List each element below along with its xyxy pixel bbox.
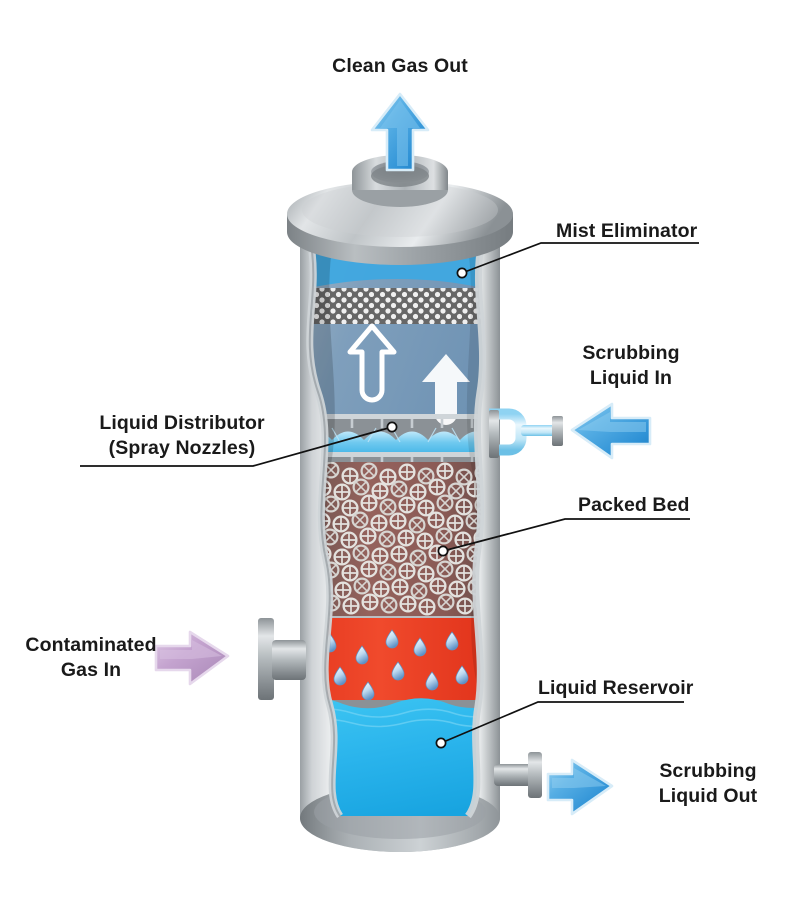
gas-rise-arrow-outline xyxy=(347,323,397,403)
vessel-top-cap xyxy=(287,155,513,265)
contaminated-gas-inlet-nozzle xyxy=(258,618,306,700)
label-mist-eliminator: Mist Eliminator xyxy=(556,220,698,242)
leader-endpoints xyxy=(386,267,468,749)
liquid-reservoir-zone xyxy=(309,698,483,816)
scrubbing-liquid-inlet-pipe xyxy=(489,408,563,458)
label-contaminated-gas-in-line2: Gas In xyxy=(60,659,122,681)
label-scrubbing-liquid-out-line1: Scrubbing xyxy=(659,760,757,782)
scrubbing-liquid-outlet-nozzle xyxy=(494,752,542,798)
contaminated-gas-in-arrow xyxy=(154,630,230,686)
clean-gas-out-arrow xyxy=(370,92,430,172)
mist-eliminator-mesh xyxy=(309,288,483,324)
contaminated-gas-zone xyxy=(309,618,483,700)
label-liquid-reservoir: Liquid Reservoir xyxy=(538,677,694,699)
label-liquid-distributor-line1: Liquid Distributor xyxy=(99,412,265,434)
label-packed-bed: Packed Bed xyxy=(578,494,690,516)
gas-rise-arrow-solid xyxy=(422,354,470,425)
scrubbing-liquid-in-arrow xyxy=(570,402,652,460)
label-contaminated-gas-in-line1: Contaminated xyxy=(25,634,157,656)
label-scrubbing-liquid-in-line1: Scrubbing xyxy=(582,342,680,364)
label-clean-gas-out: Clean Gas Out xyxy=(332,55,468,77)
label-scrubbing-liquid-in-line2: Liquid In xyxy=(589,367,673,389)
leader-lines xyxy=(80,242,699,744)
label-scrubbing-liquid-out-line2: Liquid Out xyxy=(658,785,758,807)
scrubbing-liquid-out-arrow xyxy=(546,758,614,816)
packed-bed-zone xyxy=(309,462,483,620)
vessel-interior xyxy=(309,252,483,816)
label-liquid-distributor-line2: (Spray Nozzles) xyxy=(108,437,256,459)
